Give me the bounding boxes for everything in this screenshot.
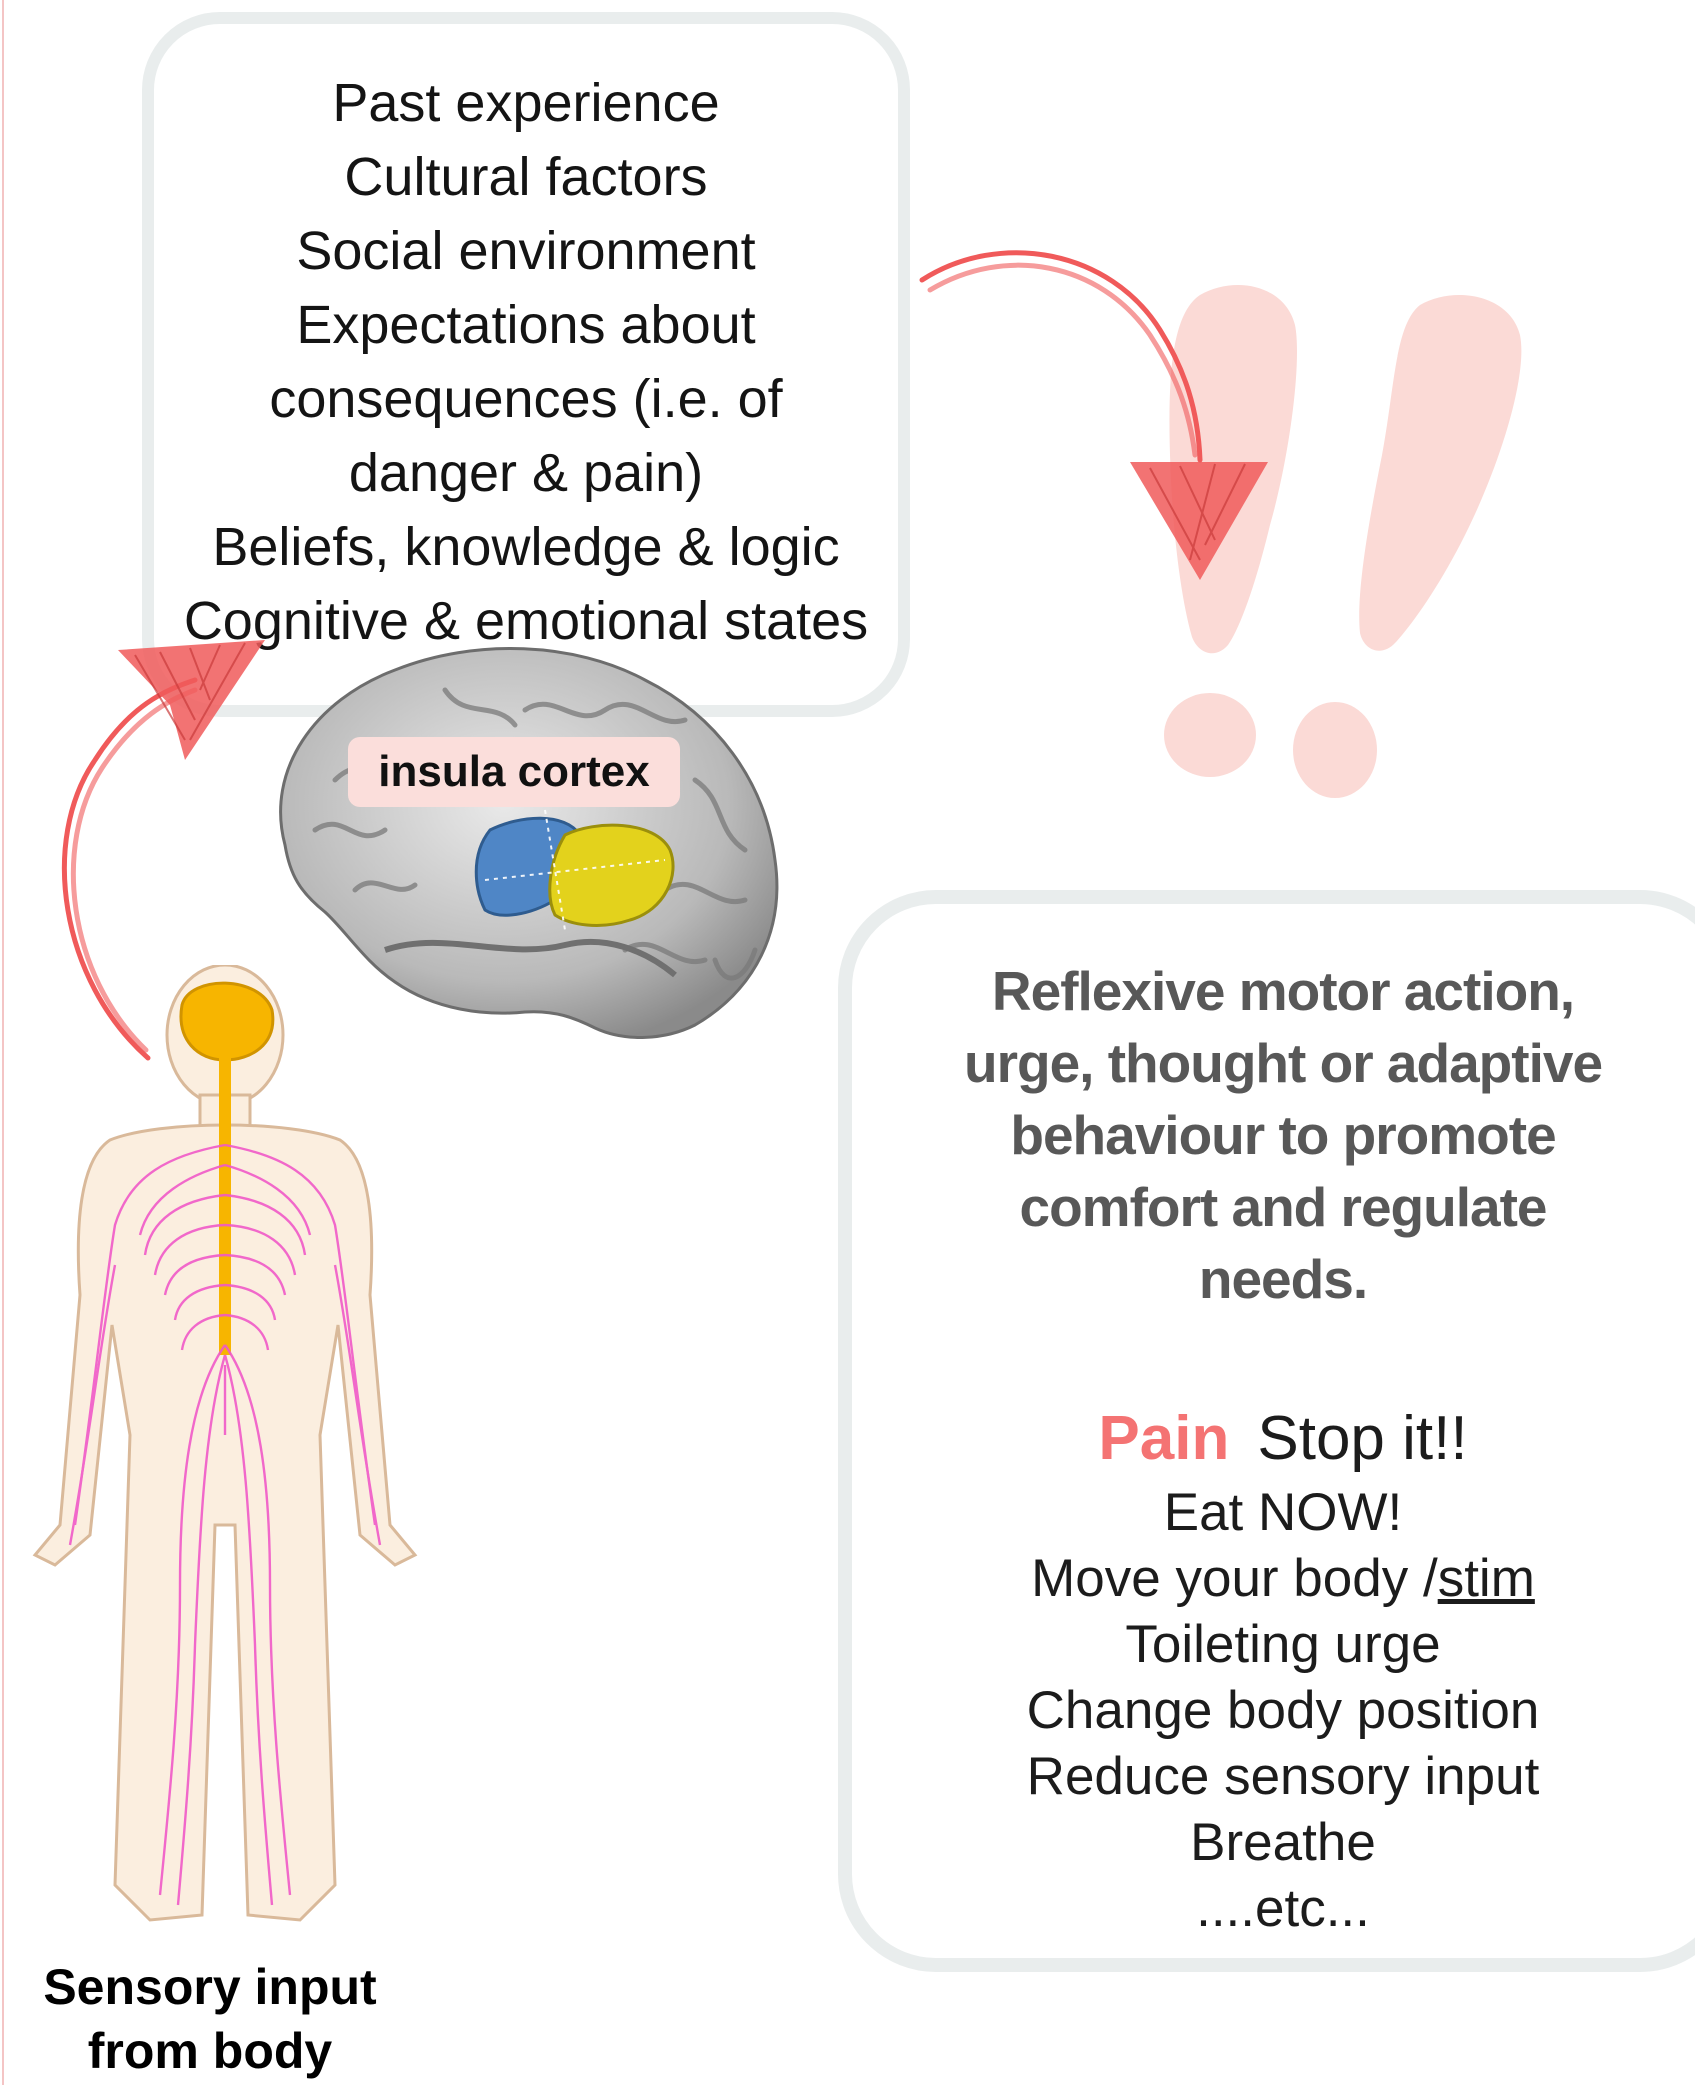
human-nervous-system-figure (20, 965, 430, 1930)
example-item: Reduce sensory input (888, 1744, 1678, 1810)
pain-word: Pain (1098, 1404, 1229, 1473)
example-item: Toileting urge (888, 1612, 1678, 1678)
example-item-move: Move your body /stim (888, 1546, 1678, 1612)
factors-list: Past experience Cultural factors Social … (154, 66, 898, 658)
left-edge-rule (2, 0, 4, 2085)
response-line: behaviour to promote (888, 1099, 1678, 1171)
factor-item: Cultural factors (154, 140, 898, 214)
exclamation-marks-icon (1120, 265, 1550, 825)
response-line: Reflexive motor action, (888, 955, 1678, 1027)
factor-item: consequences (i.e. of (154, 362, 898, 436)
example-item: Breathe (888, 1810, 1678, 1876)
example-item: ....etc... (888, 1876, 1678, 1942)
factor-item: Past experience (154, 66, 898, 140)
response-description: Reflexive motor action, urge, thought or… (888, 955, 1678, 1315)
response-line: urge, thought or adaptive (888, 1027, 1678, 1099)
examples-title: Pain Stop it!! (888, 1398, 1678, 1480)
body-caption: Sensory input from body (0, 1955, 420, 2083)
factor-item: Expectations about (154, 288, 898, 362)
response-line: comfort and regulate (888, 1171, 1678, 1243)
factor-item: Social environment (154, 214, 898, 288)
factors-box: Past experience Cultural factors Social … (142, 12, 910, 717)
body-caption-line: Sensory input (0, 1955, 420, 2019)
factor-item: Beliefs, knowledge & logic (154, 510, 898, 584)
response-line: needs. (888, 1243, 1678, 1315)
stim-text: stim (1438, 1549, 1535, 1608)
example-item: Eat NOW! (888, 1480, 1678, 1546)
insula-cortex-label: insula cortex (348, 737, 680, 807)
example-item: Change body position (888, 1678, 1678, 1744)
body-caption-line: from body (0, 2019, 420, 2083)
move-text: Move your body / (1031, 1549, 1438, 1608)
examples-list: Pain Stop it!! Eat NOW! Move your body /s… (888, 1398, 1678, 1942)
factor-item: danger & pain) (154, 436, 898, 510)
stop-it-text: Stop it!! (1257, 1404, 1467, 1473)
